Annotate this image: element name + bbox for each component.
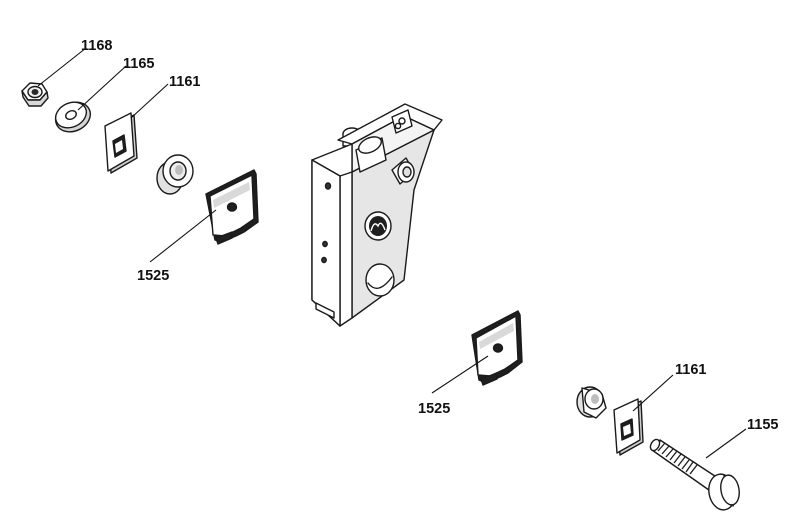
carriage-bolt-1155: [649, 438, 740, 511]
bushing-bracket-1525-lower: [471, 310, 523, 386]
callout-1161-upper: 1161: [169, 74, 200, 90]
callout-1525-upper: 1525: [137, 268, 169, 284]
bushing-lower: [576, 386, 607, 419]
square-hole-plate-1161-upper: [104, 112, 138, 174]
leader-lines: [37, 47, 747, 459]
bushing-bracket-1525-upper: [205, 169, 259, 245]
bushing-upper: [156, 154, 194, 195]
hex-nut-1168: [21, 82, 49, 107]
callout-1168: 1168: [81, 38, 112, 54]
callout-1165: 1165: [123, 56, 154, 72]
flat-washer-1165: [54, 101, 92, 133]
callout-1161-lower: 1161: [675, 362, 706, 378]
main-housing: [311, 103, 443, 327]
callout-1155: 1155: [747, 417, 778, 433]
callout-labels: 1168 1165 1161 1525 1525 1161 1155: [81, 38, 778, 433]
callout-1525-lower: 1525: [418, 401, 450, 417]
square-hole-plate-1161-lower: [613, 398, 644, 456]
